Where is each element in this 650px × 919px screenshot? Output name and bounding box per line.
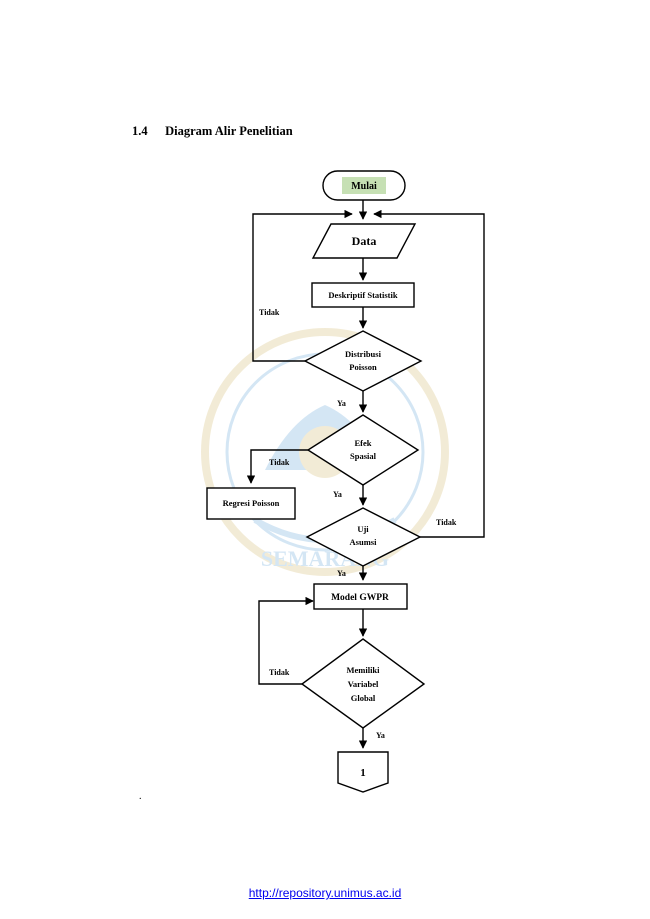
poisson-label-line2: Poisson	[349, 362, 377, 372]
global-label-line2: Variabel	[348, 679, 379, 689]
regression-poisson-box	[206, 487, 296, 520]
ya-label-poisson: Ya	[337, 399, 346, 408]
repository-link[interactable]: http://repository.unimus.ac.id	[248, 886, 402, 900]
model-gwpr-box	[313, 583, 408, 610]
poisson-label-line1: Distribusi	[345, 349, 382, 359]
ya-label-assumption: Ya	[337, 569, 346, 578]
decision-poisson	[303, 330, 423, 392]
tidak-label-spatial: Tidak	[269, 458, 290, 467]
global-label-line3: Global	[351, 693, 376, 703]
global-label-line1: Memiliki	[346, 665, 380, 675]
model-label: Model GWPR	[331, 593, 389, 603]
descriptive-label: Deskriptif Statistik	[328, 290, 397, 300]
stray-dot: .	[139, 791, 142, 802]
assumption-label-line1: Uji	[357, 524, 369, 534]
section-number: 1.4	[132, 124, 148, 138]
start-highlight	[342, 177, 386, 194]
regression-label: Regresi Poisson	[223, 498, 280, 508]
footer-link-container: http://repository.unimus.ac.id	[0, 886, 650, 900]
ya-label-spatial: Ya	[333, 490, 342, 499]
assumption-label-line2: Asumsi	[350, 537, 378, 547]
section-title: Diagram Alir Penelitian	[165, 124, 293, 138]
tidak-label-poisson: Tidak	[259, 308, 280, 317]
spatial-label-line2: Spasial	[350, 451, 377, 461]
ya-label-global: Ya	[376, 731, 385, 740]
tidak-label-global: Tidak	[269, 668, 290, 677]
data-parallelogram	[311, 223, 417, 259]
spatial-label-line1: Efek	[355, 438, 372, 448]
start-label: Mulai	[351, 181, 377, 192]
connector-label: 1	[360, 767, 366, 779]
section-heading: 1.4 Diagram Alir Penelitian	[132, 124, 293, 139]
data-label: Data	[352, 234, 377, 248]
tidak-label-assumption: Tidak	[436, 518, 457, 527]
off-page-connector	[337, 751, 389, 793]
